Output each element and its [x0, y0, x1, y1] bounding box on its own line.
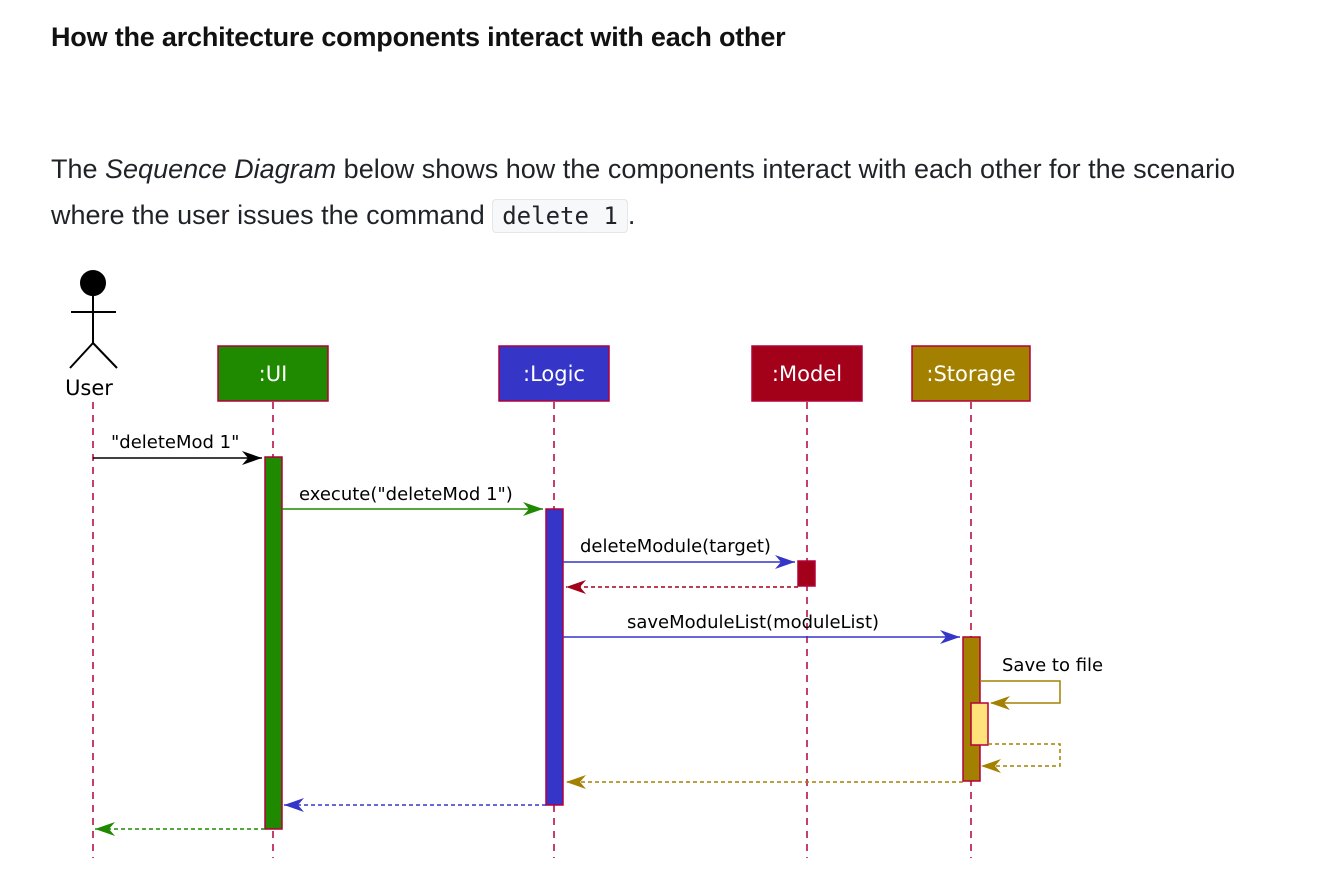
- message-label-logic-to-storage: saveModuleList(moduleList): [627, 612, 879, 633]
- paragraph-suffix: .: [627, 200, 636, 230]
- paragraph-emphasis: Sequence Diagram: [105, 154, 337, 184]
- activation-logic: [545, 508, 564, 806]
- message-label-logic-to-model: deleteModule(target): [580, 536, 771, 557]
- arrowhead-logic-to-storage: [940, 630, 960, 644]
- paragraph-middle: below shows how the components interact …: [51, 154, 1236, 230]
- return-arrowhead-logic-to-ui: [284, 798, 304, 812]
- participant-box-model: [751, 345, 863, 402]
- arrowhead-ui-to-logic: [523, 502, 543, 516]
- participant-label-logic: :Logic: [523, 362, 585, 386]
- arrowhead-storage-self: [990, 696, 1010, 710]
- participant-label-storage: :Storage: [926, 362, 1015, 386]
- participant-label-model: :Model: [772, 362, 842, 386]
- message-line-storage-self: [980, 680, 1061, 704]
- message-label-ui-to-logic: execute("deleteMod 1"): [299, 484, 513, 505]
- arrowhead-user-to-ui: [242, 451, 262, 465]
- message-label-storage-self: Save to file: [1002, 655, 1103, 676]
- user-actor-icon: [69, 270, 118, 369]
- return-arrowhead-model-to-logic: [566, 580, 586, 594]
- description-paragraph: The Sequence Diagram below shows how the…: [51, 146, 1301, 239]
- participant-box-logic: [498, 345, 610, 402]
- arrowhead-logic-to-model: [775, 555, 795, 569]
- participant-label-ui: :UI: [259, 362, 288, 386]
- return-line-storage-self: [983, 743, 1061, 767]
- return-arrowhead-storage-self: [981, 759, 1001, 773]
- return-arrowhead-ui-to-user: [95, 822, 115, 836]
- message-label-user-to-ui: "deleteMod 1": [111, 432, 239, 453]
- return-arrowhead-storage-to-logic: [566, 775, 586, 789]
- section-heading: How the architecture components interact…: [51, 22, 786, 52]
- activation-model: [797, 560, 816, 587]
- participant-box-ui: [217, 345, 329, 402]
- command-code: delete 1: [492, 199, 628, 233]
- activation-ui: [264, 456, 283, 830]
- participant-box-storage: [911, 345, 1031, 402]
- activation-storage-self: [970, 702, 989, 746]
- paragraph-prefix: The: [51, 154, 106, 184]
- actor-label: User: [65, 376, 113, 400]
